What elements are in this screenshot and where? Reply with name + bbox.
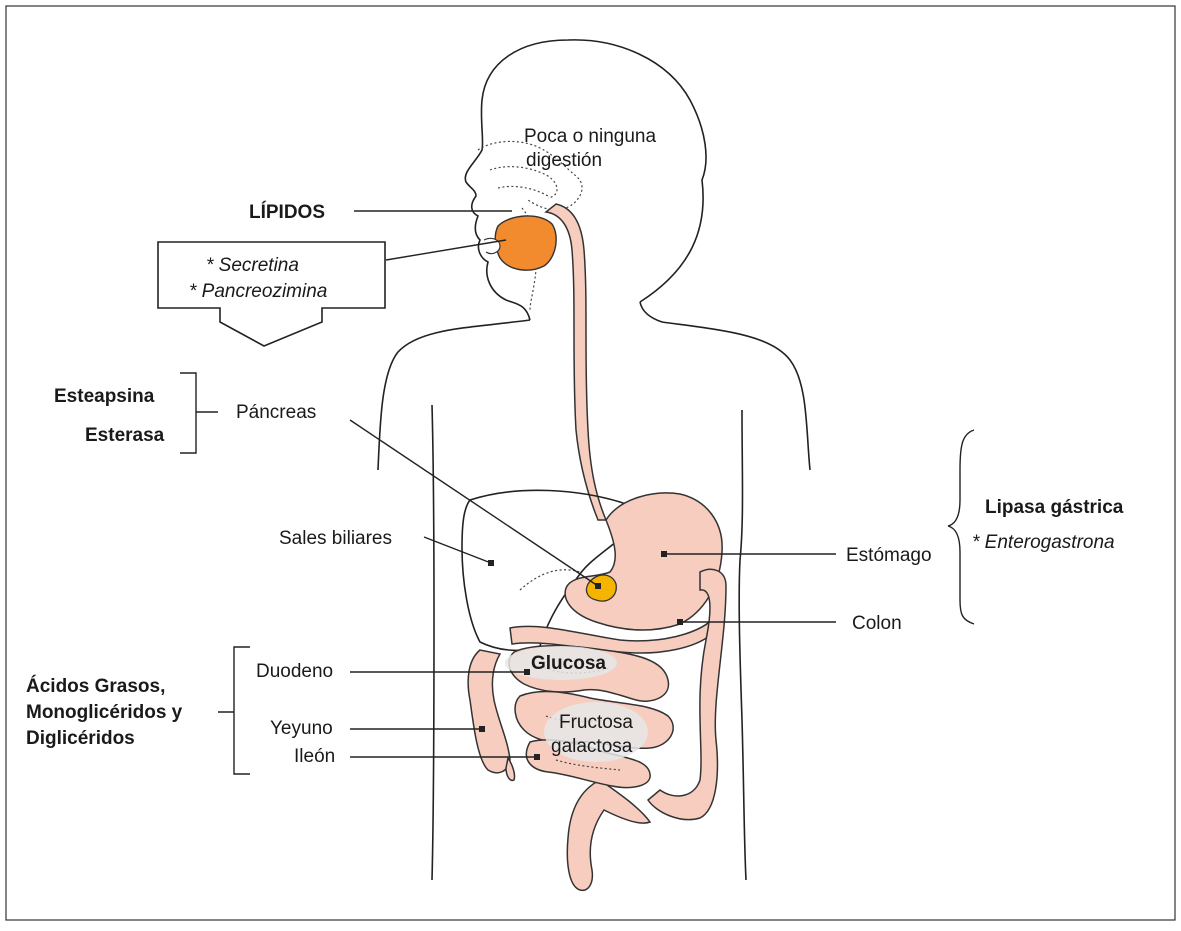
enzyme-bracket [180,373,218,453]
yeyuno-marker [479,726,485,732]
estomago-marker [661,551,667,557]
duodeno-label: Duodeno [256,661,333,682]
sales-biliares-label: Sales biliares [279,528,392,549]
lipasa-gastrica-label: Lipasa gástrica [985,497,1124,518]
esterasa-label: Esterasa [85,425,165,446]
pancreas-marker [595,583,601,589]
torso-left-outline [378,320,530,470]
enterogastrona-label: * Enterogastrona [972,532,1115,553]
ileon-label: Ileón [294,746,335,767]
duodeno-marker [524,669,530,675]
pancreas-leader [350,420,598,586]
lipasa-brace [948,430,974,624]
colon-label: Colon [852,613,902,634]
lower-lip [484,238,500,253]
neck-outline [640,302,662,322]
acidos-bracket [218,647,250,774]
pancreas-label: Páncreas [236,402,316,423]
secretina-label: * Secretina [206,255,299,276]
torso-right-outline [662,322,810,470]
fructosa-label: Fructosa [559,712,633,733]
sigmoid-rectum [567,780,650,890]
ileon-marker [534,754,540,760]
lipidos-label: LÍPIDOS [249,201,325,223]
acidos-label-line3: Diglicéridos [26,728,135,749]
sales-biliares-marker [488,560,494,566]
appendix [506,758,515,780]
mouth-oral-cavity [495,216,556,270]
yeyuno-label: Yeyuno [270,718,333,739]
colon-marker [677,619,683,625]
acidos-label-line1: Ácidos Grasos, [26,675,165,697]
esteapsina-label: Esteapsina [54,386,155,407]
poca-label-line2: digestión [526,150,602,171]
estomago-label: Estómago [846,545,932,566]
ascending-colon [468,650,510,773]
acidos-label-line2: Monoglicéridos y [26,702,183,723]
right-arm-line [739,410,746,880]
galactosa-label: galactosa [551,736,633,757]
glucosa-label: Glucosa [531,653,606,674]
poca-label-line1: Poca o ninguna [524,126,656,147]
stomach [565,493,722,630]
pancreozimina-label: * Pancreozimina [189,281,327,302]
